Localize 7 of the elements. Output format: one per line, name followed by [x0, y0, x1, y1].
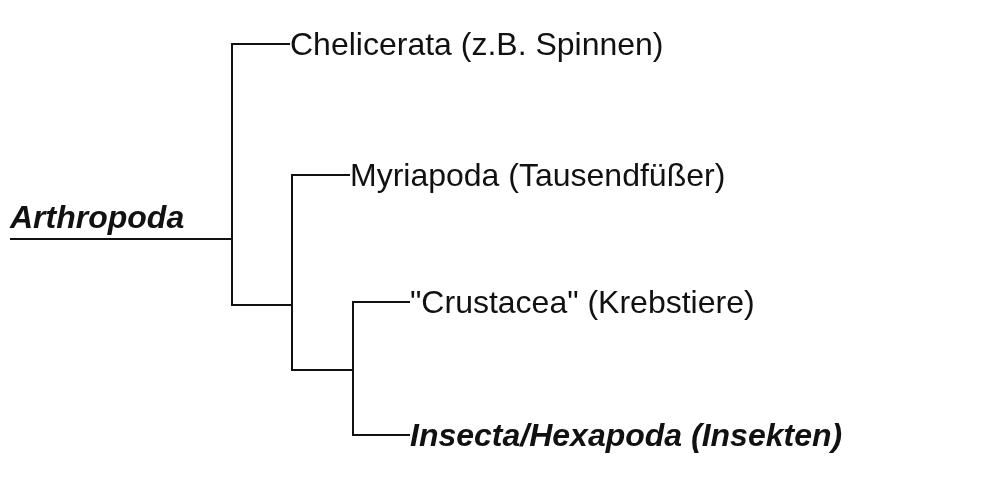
taxon-label: "Crustacea" (Krebstiere): [410, 282, 850, 322]
taxon-label: Insecta/Hexapoda (Insekten): [410, 415, 970, 455]
root-taxon-label: Arthropoda: [10, 200, 232, 240]
taxon-label: Chelicerata (z.B. Spinnen): [290, 24, 770, 64]
tree-branch-line: [231, 239, 411, 436]
taxon-label: Myriapoda (Tausendfüßer): [350, 155, 830, 195]
tree-branch-line: [231, 43, 291, 241]
